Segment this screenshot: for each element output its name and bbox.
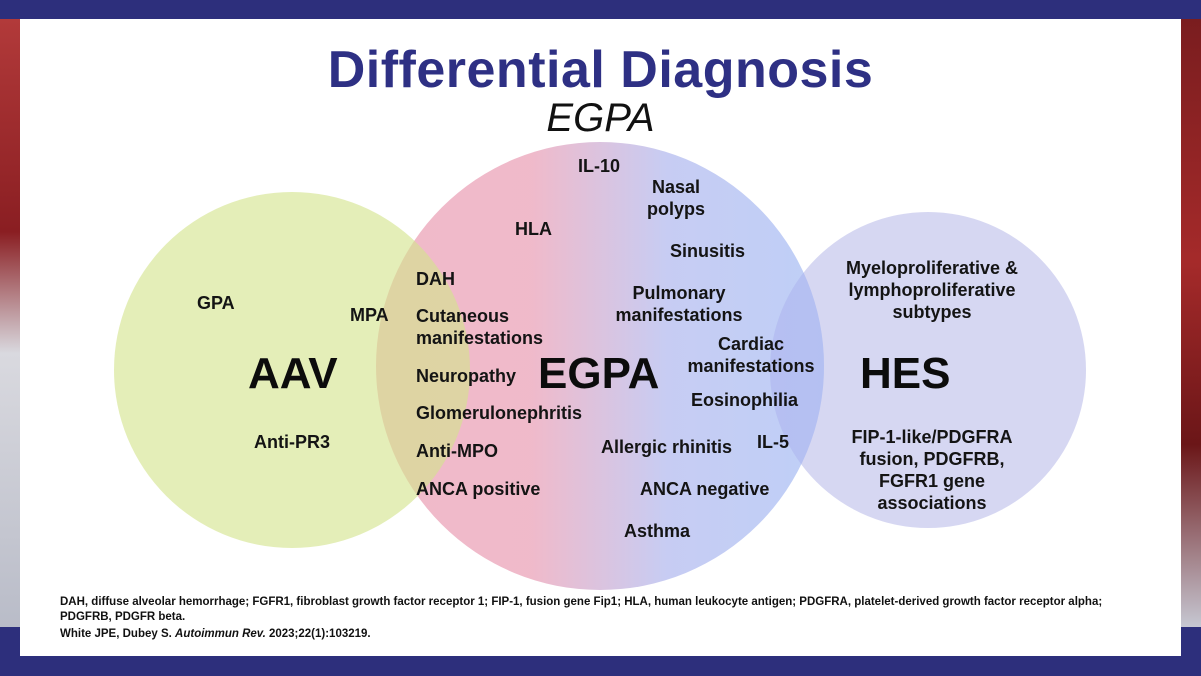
- aav-item-gpa: GPA: [197, 292, 235, 314]
- overlap-item-neuropathy: Neuropathy: [416, 365, 516, 387]
- egpa-item-asthma: Asthma: [624, 520, 690, 542]
- hes-item-gene-associations: FIP-1-like/PDGFRA fusion, PDGFRB, FGFR1 …: [832, 426, 1032, 514]
- overlap-item-dah: DAH: [416, 268, 455, 290]
- egpa-item-nasal-polyps: Nasal polyps: [636, 176, 716, 220]
- page-title: Differential Diagnosis: [0, 40, 1201, 100]
- overlap-item-glomerulonephritis: Glomerulonephritis: [416, 402, 582, 424]
- reference-citation: White JPE, Dubey S. Autoimmun Rev. 2023;…: [60, 628, 371, 640]
- overlap-item-anti-mpo: Anti-MPO: [416, 440, 498, 462]
- page-subtitle: EGPA: [0, 96, 1201, 141]
- reference-authors: White JPE, Dubey S.: [60, 628, 172, 640]
- aav-label: AAV: [248, 350, 338, 398]
- overlap-item-cutaneous: Cutaneous manifestations: [416, 305, 566, 349]
- egpa-item-sinusitis: Sinusitis: [670, 240, 745, 262]
- reference-journal: Autoimmun Rev.: [175, 628, 266, 640]
- hes-label: HES: [860, 350, 950, 398]
- aav-item-anti-pr3: Anti-PR3: [254, 431, 330, 453]
- egpa-item-anca-negative: ANCA negative: [640, 478, 769, 500]
- egpa-item-il5: IL-5: [757, 431, 789, 453]
- overlap-item-anca-positive: ANCA positive: [416, 478, 540, 500]
- egpa-item-cardiac: Cardiac manifestations: [676, 333, 826, 377]
- egpa-item-allergic-rhinitis: Allergic rhinitis: [601, 436, 732, 458]
- abbreviations-footnote: DAH, diffuse alveolar hemorrhage; FGFR1,…: [60, 595, 1140, 625]
- egpa-item-eosinophilia: Eosinophilia: [691, 389, 798, 411]
- egpa-item-il10: IL-10: [578, 155, 620, 177]
- reference-volume: 2023;22(1):103219.: [269, 628, 371, 640]
- egpa-item-hla: HLA: [515, 218, 552, 240]
- egpa-label: EGPA: [538, 350, 659, 398]
- egpa-item-pulmonary: Pulmonary manifestations: [604, 282, 754, 326]
- aav-item-mpa: MPA: [350, 304, 389, 326]
- hes-item-subtypes: Myeloproliferative & lymphoproliferative…: [828, 257, 1036, 323]
